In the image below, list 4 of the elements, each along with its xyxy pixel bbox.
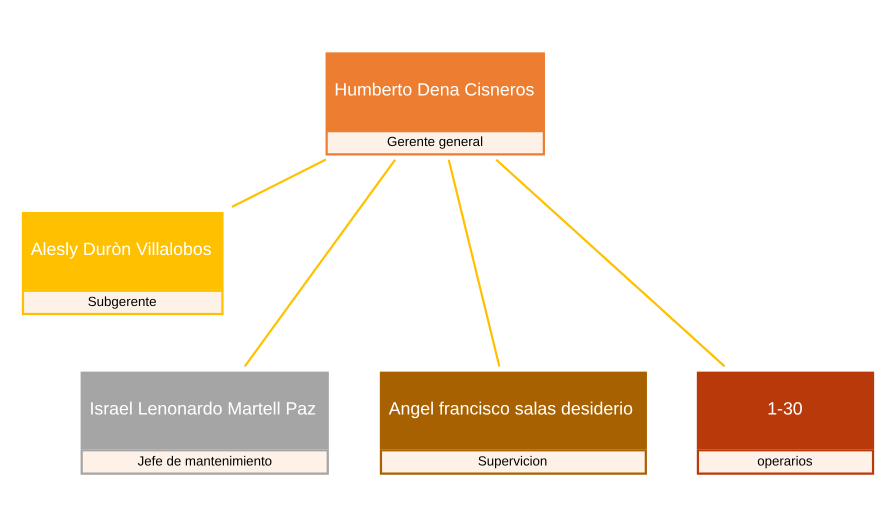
connector [448,158,500,366]
connector [244,158,396,367]
connector [231,158,326,208]
connector [496,158,726,367]
